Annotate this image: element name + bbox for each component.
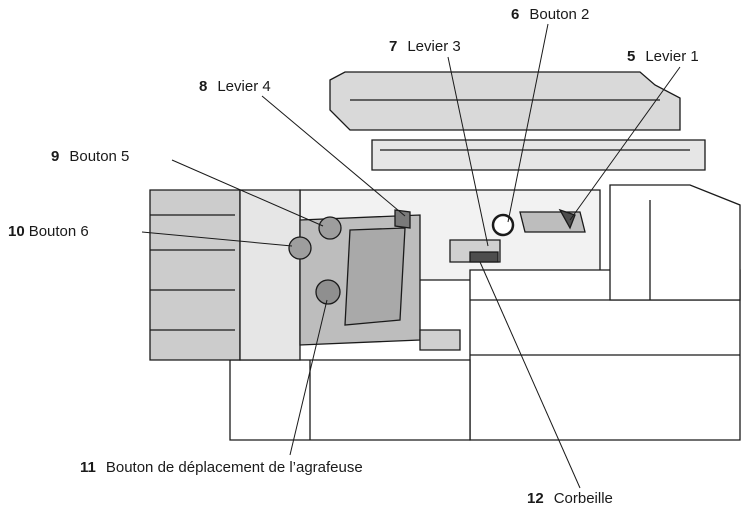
leader-line-9 xyxy=(171,159,324,227)
callout-number: 5 xyxy=(627,48,636,65)
callout-label: Levier 3 xyxy=(407,38,461,55)
callout-number: 8 xyxy=(199,78,208,95)
callout-label: Corbeille xyxy=(553,490,613,507)
callout-bouton-deplacement-agrafeuse: 11 Bouton de déplacement de l’agrafeuse xyxy=(80,459,363,477)
callout-number: 10 xyxy=(8,223,25,240)
callout-label: Bouton 5 xyxy=(69,148,130,165)
callout-label: Levier 4 xyxy=(217,78,271,95)
leader-line-10 xyxy=(141,231,293,247)
callout-levier-3: 7 Levier 3 xyxy=(389,38,461,56)
callout-number: 7 xyxy=(389,38,398,55)
callout-number: 6 xyxy=(511,6,520,23)
leader-line-6 xyxy=(507,23,549,223)
callout-number: 9 xyxy=(51,148,60,165)
leader-line-8 xyxy=(261,95,406,217)
callout-label: Bouton de déplacement de l’agrafeuse xyxy=(105,459,363,476)
leader-line-12 xyxy=(479,261,581,489)
callout-number: 12 xyxy=(527,490,544,507)
callout-label: Bouton 2 xyxy=(529,6,590,23)
leader-line-7 xyxy=(447,56,489,247)
callout-bouton-2: 6 Bouton 2 xyxy=(511,6,589,24)
callout-bouton-5: 9 Bouton 5 xyxy=(51,148,129,166)
callout-label: Bouton 6 xyxy=(28,223,89,240)
callout-corbeille: 12 Corbeille xyxy=(527,490,613,508)
leader-line-11 xyxy=(289,299,328,456)
callout-levier-4: 8 Levier 4 xyxy=(199,78,271,96)
callout-label: Levier 1 xyxy=(645,48,699,65)
leader-line-5 xyxy=(569,66,681,221)
callout-number: 11 xyxy=(80,459,96,476)
callout-levier-1: 5 Levier 1 xyxy=(627,48,699,66)
